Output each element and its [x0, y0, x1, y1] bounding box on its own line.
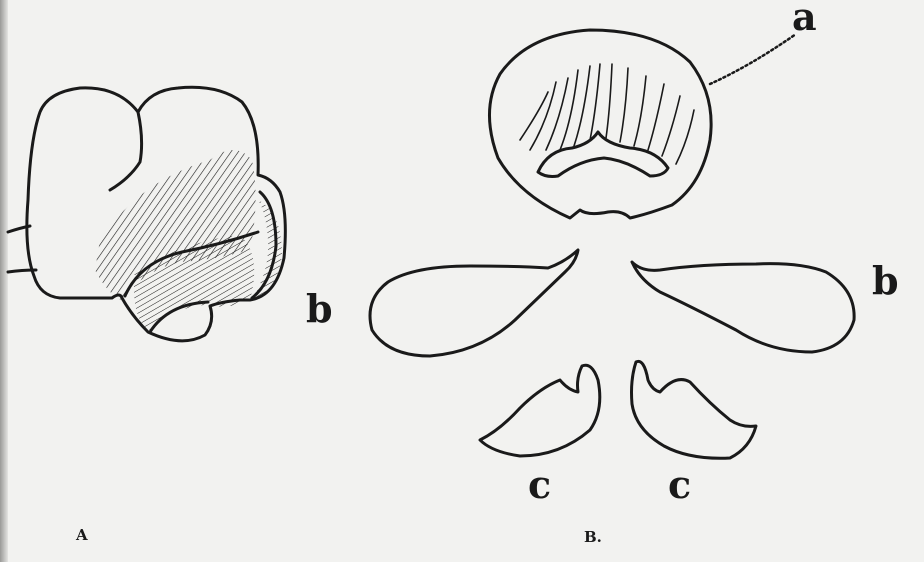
rim-shading [252, 200, 282, 300]
standard-petal-a [489, 30, 796, 218]
standard-notch [110, 112, 142, 190]
panel-label-b: B. [584, 530, 602, 545]
right-wing-outline [632, 262, 854, 352]
left-keel-outline [480, 365, 600, 456]
label-b-right: b [872, 262, 899, 300]
panel-label-a: A [76, 528, 88, 543]
label-c-left: c [528, 466, 551, 504]
standard-veins [520, 64, 694, 164]
standard-outline [489, 30, 711, 218]
label-a-leader [710, 34, 796, 84]
wing-petals-b [370, 250, 854, 356]
label-a: a [792, 0, 817, 36]
label-b-left: b [306, 290, 333, 328]
left-wing-outline [370, 250, 578, 356]
label-c-right: c [668, 466, 691, 504]
standard-claw [538, 132, 668, 177]
right-keel-outline [632, 361, 757, 458]
figure-a-whole-flower [8, 87, 285, 341]
keel-petals-c [480, 361, 756, 458]
